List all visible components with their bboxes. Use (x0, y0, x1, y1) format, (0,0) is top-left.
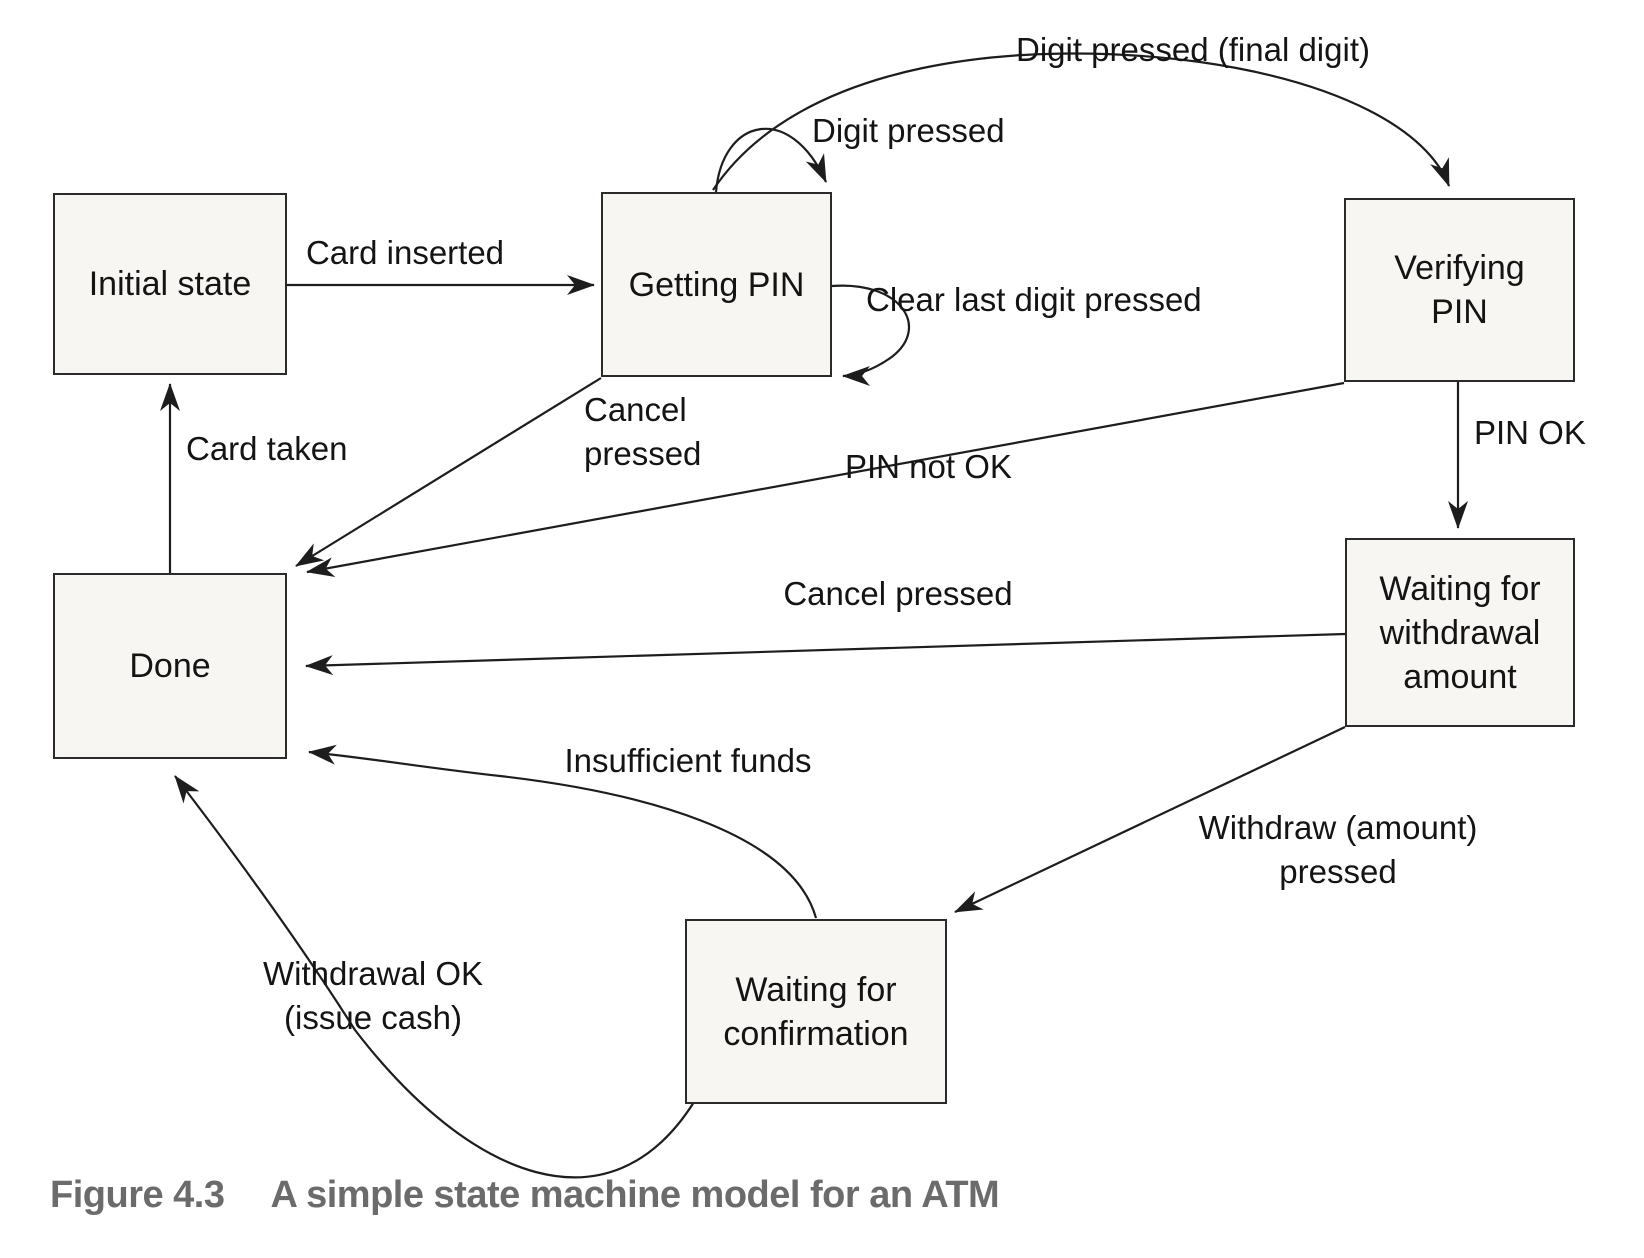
state-initial: Initial state (53, 193, 287, 375)
label-withdraw-amount-pressed: Withdraw (amount) pressed (1198, 809, 1478, 890)
figure-title: A simple state machine model for an ATM (270, 1174, 1000, 1216)
arrow-cancel-pressed-withdrawal (305, 632, 1346, 676)
arrow-clear-last-digit-self-loop (831, 284, 911, 386)
label-card-inserted: Card inserted (305, 234, 505, 271)
arrow-cancel-pressed-getting-pin (295, 377, 602, 567)
arrow-insufficient-funds (308, 744, 818, 919)
state-done: Done (53, 573, 287, 759)
label-insufficient-funds: Insufficient funds (564, 742, 812, 779)
arrow-digit-pressed-self-loop (714, 127, 828, 193)
arrow-pin-not-ok (306, 381, 1345, 577)
label-digit-pressed-final-digit: Digit pressed (final digit) (1016, 31, 1370, 68)
state-waiting-confirmation: Waiting for confirmation (685, 919, 947, 1104)
figure-caption: Figure 4.3 A simple state machine model f… (50, 1174, 1000, 1217)
figure-number: Figure 4.3 (50, 1174, 225, 1216)
arrow-withdrawal-ok (174, 775, 695, 1179)
label-pin-not-ok: PIN not OK (845, 448, 1012, 485)
label-pin-ok: PIN OK (1474, 414, 1586, 451)
label-cancel-pressed-getting-pin: Cancel pressed (584, 391, 702, 472)
arrow-digit-pressed-final-digit (712, 52, 1451, 191)
state-waiting-withdrawal-amount: Waiting for withdrawal amount (1345, 538, 1575, 727)
label-withdrawal-ok-issue-cash: Withdrawal OK (issue cash) (262, 955, 484, 1036)
label-card-taken: Card taken (186, 430, 348, 467)
state-getting-pin: Getting PIN (601, 192, 832, 377)
state-verifying-pin: Verifying PIN (1344, 198, 1575, 382)
arrow-withdraw-amount-pressed (954, 726, 1346, 913)
label-digit-pressed: Digit pressed (812, 112, 1005, 149)
label-cancel-pressed-withdrawal: Cancel pressed (783, 575, 1013, 612)
label-clear-last-digit-pressed: Clear last digit pressed (866, 281, 1202, 318)
